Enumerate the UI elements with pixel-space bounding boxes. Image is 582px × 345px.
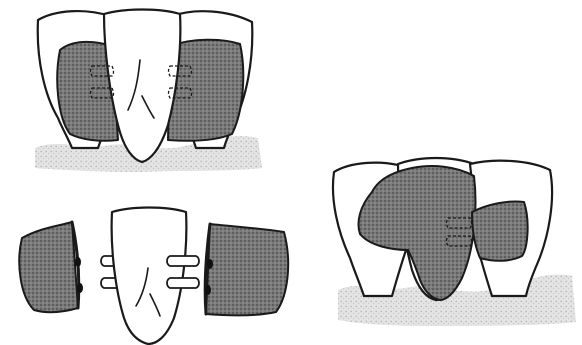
left-retainer-wing <box>19 222 78 312</box>
right-pin-upper <box>167 256 199 266</box>
left-retainer-hole-lower <box>77 283 83 293</box>
right-retainer-wing <box>206 224 288 315</box>
side-secondary-retainer <box>472 201 528 260</box>
right-retainer-hole-upper <box>207 259 213 269</box>
panel-assembled-side <box>333 158 576 326</box>
right-retainer-hole-lower <box>205 285 211 295</box>
panel-exploded-view <box>19 208 288 345</box>
panel-assembled-front <box>35 10 262 173</box>
separate-pontic-tooth <box>112 208 187 345</box>
right-pin-lower <box>167 278 199 288</box>
left-retainer-hole-upper <box>75 257 81 267</box>
